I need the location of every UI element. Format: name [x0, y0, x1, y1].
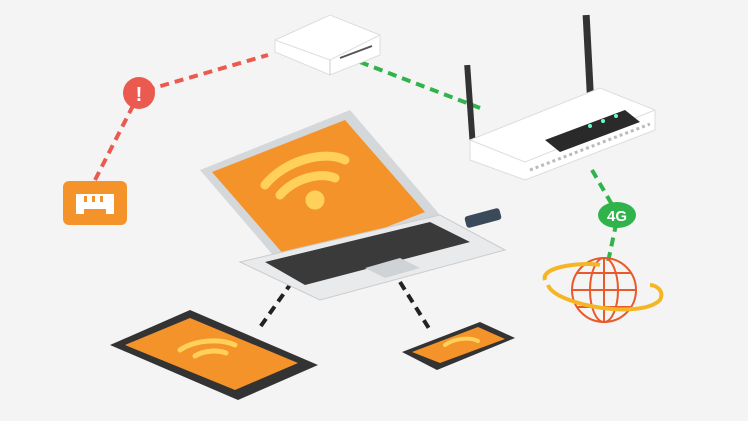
laptop-keyboard	[265, 222, 470, 285]
alert-badge-label: !	[136, 84, 143, 106]
connection-laptop-to-tablet	[256, 280, 294, 332]
laptop	[200, 110, 507, 301]
usb-modem	[464, 208, 502, 228]
smartphone	[402, 322, 515, 370]
connection-hub-to-router	[359, 60, 481, 110]
4g-badge-label: 4G	[607, 208, 627, 225]
network-hub-device	[274, 14, 381, 76]
4g-badge: 4G	[598, 202, 636, 228]
wifi-router	[464, 14, 656, 181]
wifi-icon	[443, 336, 480, 347]
globe-icon	[542, 257, 664, 323]
tablet	[110, 310, 318, 400]
wifi-icon	[177, 338, 238, 359]
laptop-touchpad	[365, 258, 420, 278]
ethernet-port-icon	[63, 181, 127, 225]
alert-badge: !	[123, 77, 155, 109]
connection-laptop-to-phone	[398, 280, 432, 332]
wifi-icon	[260, 151, 350, 210]
